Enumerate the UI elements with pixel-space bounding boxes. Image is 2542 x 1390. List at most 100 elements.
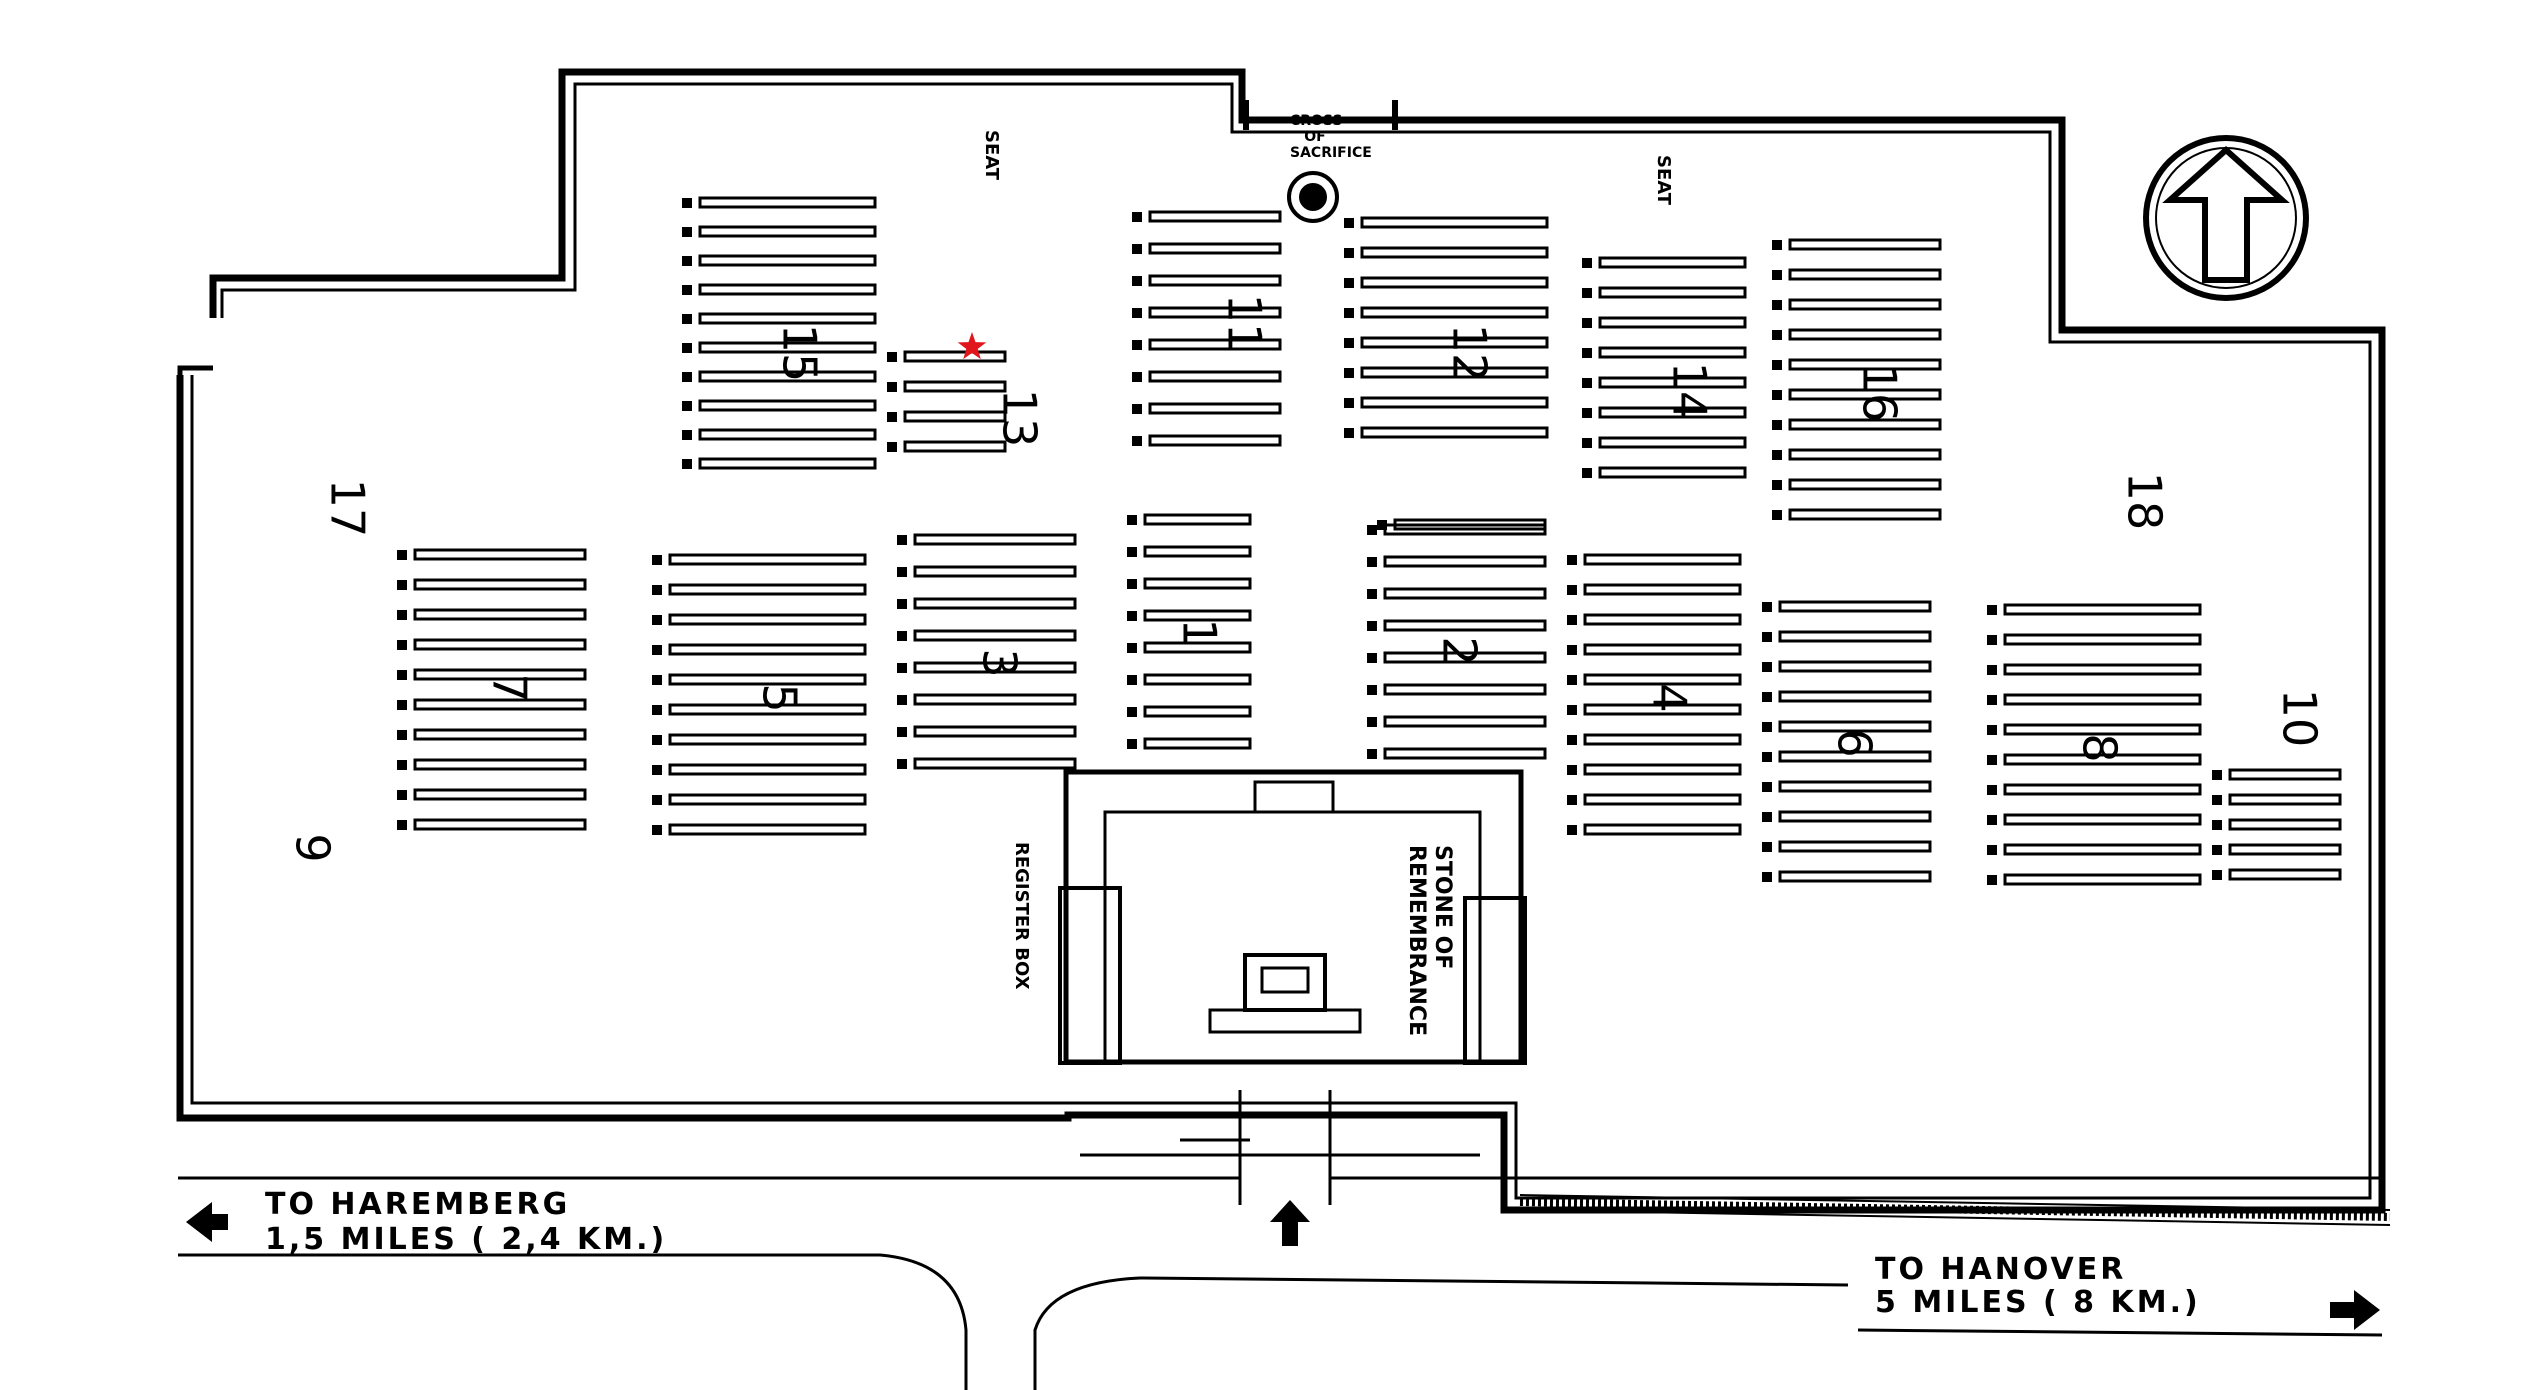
grave-row xyxy=(2228,793,2342,806)
grave-row xyxy=(1788,388,1942,401)
grave-row xyxy=(2228,818,2342,831)
grave-row xyxy=(1598,316,1747,329)
row-letter-mark xyxy=(1344,398,1354,408)
grave-row xyxy=(1598,286,1747,299)
row-letter-mark xyxy=(1367,589,1377,599)
grave-row xyxy=(668,613,867,626)
row-letter-mark xyxy=(1377,520,1387,530)
grave-row xyxy=(1143,609,1252,622)
up-arrow-icon xyxy=(1270,1200,1310,1246)
grave-row xyxy=(903,380,1007,393)
row-letter-mark xyxy=(897,599,907,609)
grave-row xyxy=(1360,366,1549,379)
row-letter-mark xyxy=(682,343,692,353)
row-letter-mark xyxy=(1344,218,1354,228)
marked-grave-star xyxy=(957,332,987,360)
grave-row xyxy=(2228,768,2342,781)
register-box-label: REGISTER BOX xyxy=(1011,842,1032,990)
row-letter-mark xyxy=(1987,845,1997,855)
plot-15-rows xyxy=(682,196,877,470)
grave-rows xyxy=(397,196,2342,886)
grave-row xyxy=(1583,733,1742,746)
row-letter-mark xyxy=(1772,300,1782,310)
row-letter-mark xyxy=(1772,390,1782,400)
plot-6-rows xyxy=(1762,600,1932,883)
grave-row xyxy=(1598,466,1747,479)
row-letter-mark xyxy=(1567,645,1577,655)
row-letter-mark xyxy=(397,700,407,710)
row-letter-mark xyxy=(397,610,407,620)
grave-row xyxy=(1143,705,1252,718)
star-icon xyxy=(957,332,987,360)
row-letter-mark xyxy=(1987,665,1997,675)
grave-row xyxy=(2228,868,2342,881)
grave-row xyxy=(668,643,867,656)
grave-row xyxy=(1583,823,1742,836)
row-letter-mark xyxy=(1127,675,1137,685)
cross-label-line-1: CROSS xyxy=(1290,113,1343,129)
grave-row xyxy=(1598,256,1747,269)
plot-number-3: 3 xyxy=(972,648,1027,678)
grave-row xyxy=(1788,268,1942,281)
grave-row xyxy=(913,757,1077,770)
grave-row xyxy=(1143,513,1252,526)
row-letter-mark xyxy=(652,615,662,625)
grave-row xyxy=(1383,715,1547,728)
grave-row xyxy=(698,399,877,412)
grave-row xyxy=(2003,693,2202,706)
plot-8-rows xyxy=(1987,603,2202,886)
grave-row xyxy=(668,793,867,806)
grave-row xyxy=(698,457,877,470)
grave-row xyxy=(1583,553,1742,566)
row-letter-mark xyxy=(1567,735,1577,745)
grave-row xyxy=(1788,358,1942,371)
row-letter-mark xyxy=(1132,212,1142,222)
grave-row xyxy=(913,725,1077,738)
cross-of-sacrifice xyxy=(1243,100,1398,223)
row-letter-mark xyxy=(2212,845,2222,855)
grave-row xyxy=(903,440,1007,453)
grave-row xyxy=(913,661,1077,674)
row-letter-mark xyxy=(1344,308,1354,318)
plot-number-11: 11 xyxy=(1217,293,1272,353)
grave-row xyxy=(1383,683,1547,696)
grave-row xyxy=(1788,448,1942,461)
plot-2-top-row xyxy=(1377,518,1547,531)
grave-row xyxy=(913,629,1077,642)
seat-label-right: SEAT xyxy=(1653,155,1674,206)
row-letter-mark xyxy=(1772,450,1782,460)
grave-row xyxy=(698,196,877,209)
row-letter-mark xyxy=(397,760,407,770)
grave-row xyxy=(1360,216,1549,229)
row-letter-mark xyxy=(1367,685,1377,695)
row-letter-mark xyxy=(652,675,662,685)
grave-row xyxy=(1148,338,1282,351)
grave-row xyxy=(1598,436,1747,449)
grave-row xyxy=(1583,793,1742,806)
row-letter-mark xyxy=(1132,372,1142,382)
row-letter-mark xyxy=(1567,585,1577,595)
row-letter-mark xyxy=(897,663,907,673)
row-letter-mark xyxy=(1567,795,1577,805)
plot-number-17: 17 xyxy=(320,478,375,538)
grave-row xyxy=(413,758,587,771)
grave-row xyxy=(1143,673,1252,686)
grave-row xyxy=(1788,418,1942,431)
grave-row xyxy=(698,370,877,383)
plot-number-7: 7 xyxy=(482,673,537,703)
grave-row xyxy=(1148,370,1282,383)
row-letter-mark xyxy=(897,631,907,641)
row-letter-mark xyxy=(1582,288,1592,298)
grave-row xyxy=(1778,720,1932,733)
row-letter-mark xyxy=(1987,605,1997,615)
row-letter-mark xyxy=(1582,378,1592,388)
stone-of-remembrance-label: STONE OF REMEMBRANCE xyxy=(1403,845,1455,1036)
row-letter-mark xyxy=(1987,725,1997,735)
grave-row xyxy=(413,698,587,711)
grave-row xyxy=(1778,780,1932,793)
row-letter-mark xyxy=(1772,420,1782,430)
grave-row xyxy=(1360,306,1549,319)
grave-row xyxy=(2003,753,2202,766)
grave-row xyxy=(2003,603,2202,616)
